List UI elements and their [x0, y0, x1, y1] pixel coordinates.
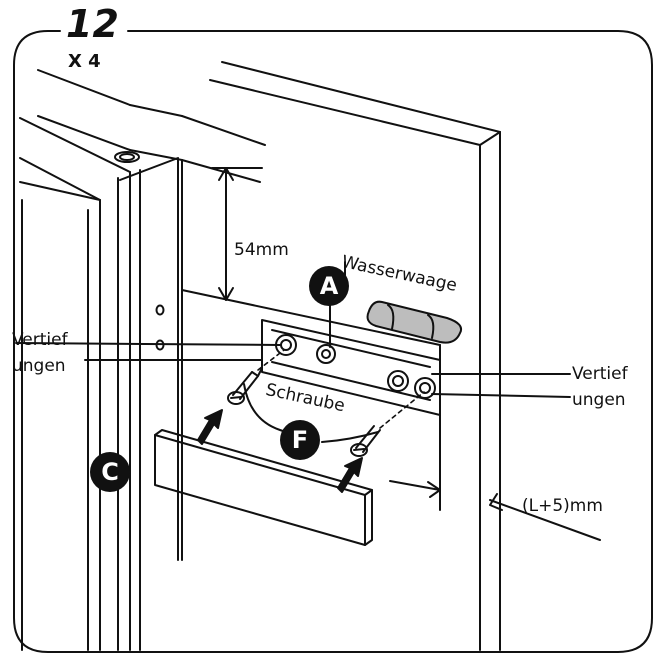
screw-paths: [257, 349, 425, 429]
part-a-badge: A: [309, 266, 349, 306]
cabinet-left-post: [19, 117, 131, 651]
step-multiplier: X 4: [68, 51, 101, 72]
recess-left-label-1: Vertief: [12, 330, 68, 350]
gap-dimension-label: (L+5)mm: [522, 496, 603, 516]
recess-right-label-2: ungen: [572, 390, 626, 410]
cabinet-top-panel: [37, 69, 266, 183]
recess-right-leaders: [431, 373, 571, 398]
dimension-gap: [389, 469, 601, 541]
bracket-a: [261, 319, 441, 416]
screw-left: [227, 367, 263, 405]
step-frame: [13, 30, 653, 653]
screw-right: [350, 425, 381, 457]
spirit-level: [366, 300, 463, 344]
dimension-54mm-label: 54mm: [234, 240, 289, 260]
door-panel: [209, 61, 501, 651]
recess-right-label-1: Vertief: [572, 364, 628, 384]
recess-left-leaders: [15, 342, 281, 361]
cabinet-side-post: [139, 159, 183, 651]
part-f-badge: F: [280, 420, 320, 460]
step-number: 12: [66, 2, 119, 46]
recess-left-label-2: ungen: [12, 356, 66, 376]
dimension-54mm: [211, 167, 263, 301]
part-c-badge: C: [90, 452, 130, 492]
push-arrows: [197, 409, 363, 493]
cover-strip-c: [154, 429, 373, 546]
